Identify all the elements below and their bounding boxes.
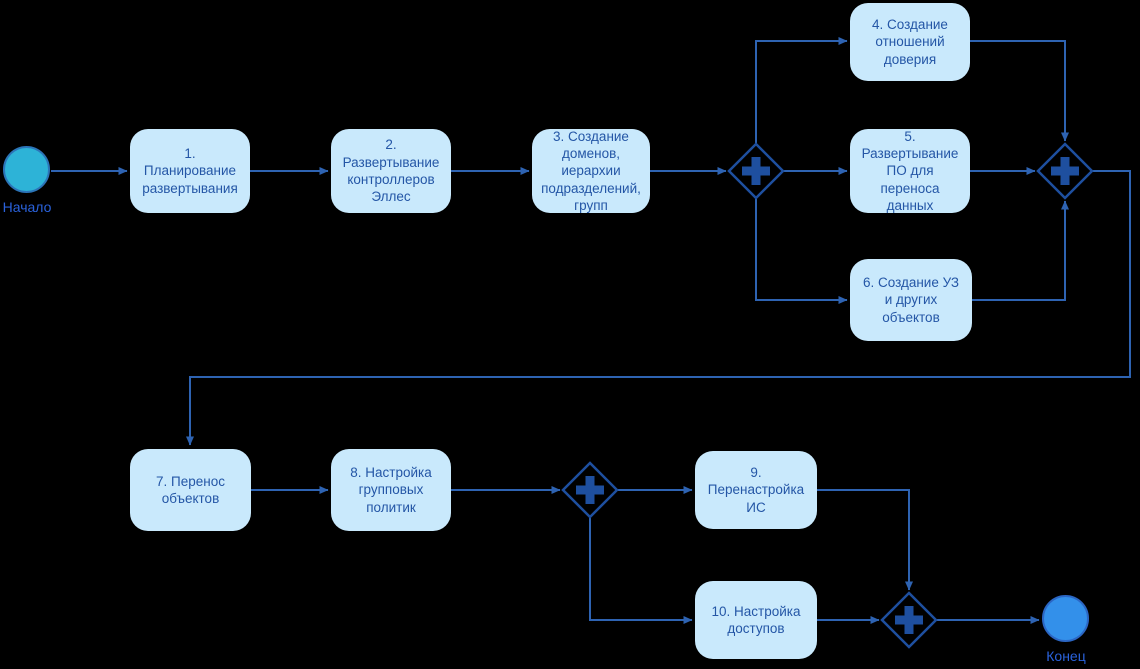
start-event[interactable] bbox=[3, 146, 50, 193]
gateway-parallel-1[interactable] bbox=[727, 142, 785, 200]
connector-task4-to-gateway2 bbox=[970, 40, 1069, 142]
gateway-parallel-2[interactable] bbox=[1036, 142, 1094, 200]
task-8-group-policies[interactable]: 8. Настройка групповых политик bbox=[331, 449, 451, 531]
task-label: 1. Планирование развертывания bbox=[142, 146, 238, 196]
task-label: 4. Создание отношений доверия bbox=[872, 17, 948, 67]
task-9-reconfigure-is[interactable]: 9. Перенастройка ИС bbox=[695, 451, 817, 529]
task-1-deployment-planning[interactable]: 1. Планирование развертывания bbox=[130, 129, 250, 213]
gateway-parallel-3[interactable] bbox=[561, 461, 619, 519]
task-2-deploy-controllers[interactable]: 2. Развертывание контроллеров Эллес bbox=[331, 129, 451, 213]
plus-icon bbox=[576, 476, 604, 504]
start-event-label: Начало bbox=[2, 199, 52, 215]
end-event[interactable] bbox=[1042, 595, 1089, 642]
task-10-configure-access[interactable]: 10. Настройка доступов bbox=[695, 581, 817, 659]
task-4-trust-relationships[interactable]: 4. Создание отношений доверия bbox=[850, 3, 970, 81]
task-label: 2. Развертывание контроллеров Эллес bbox=[342, 137, 440, 205]
end-event-label: Конец bbox=[1046, 648, 1086, 664]
task-label: 6. Создание УЗ и других объектов bbox=[862, 275, 960, 325]
task-label: 10. Настройка доступов bbox=[711, 603, 801, 636]
task-label: 5. Развертывание ПО для переноса данных bbox=[861, 128, 959, 213]
task-label: 9. Перенастройка ИС bbox=[707, 465, 805, 515]
task-6-create-accounts[interactable]: 6. Создание УЗ и других объектов bbox=[850, 259, 972, 341]
plus-icon bbox=[1051, 157, 1079, 185]
connector-task9-to-gateway4 bbox=[817, 489, 913, 591]
connector-gateway3-to-task10 bbox=[589, 518, 693, 624]
gateway-parallel-4[interactable] bbox=[880, 591, 938, 649]
task-7-migrate-objects[interactable]: 7. Перенос объектов bbox=[130, 449, 251, 531]
connector-gateway1-to-task4 bbox=[755, 37, 848, 143]
task-label: 8. Настройка групповых политик bbox=[350, 465, 432, 515]
connector-task6-to-gateway2 bbox=[970, 200, 1069, 301]
connector-gateway1-to-task6 bbox=[755, 199, 848, 304]
task-5-deploy-migration-software[interactable]: 5. Развертывание ПО для переноса данных bbox=[850, 129, 970, 213]
task-3-create-domains[interactable]: 3. Создание доменов, иерархии подразделе… bbox=[532, 129, 650, 213]
connector-gateway2-to-task7 bbox=[186, 170, 1131, 446]
task-label: 7. Перенос объектов bbox=[156, 473, 225, 506]
plus-icon bbox=[742, 157, 770, 185]
plus-icon bbox=[895, 606, 923, 634]
task-label: 3. Создание доменов, иерархии подразделе… bbox=[541, 128, 641, 213]
